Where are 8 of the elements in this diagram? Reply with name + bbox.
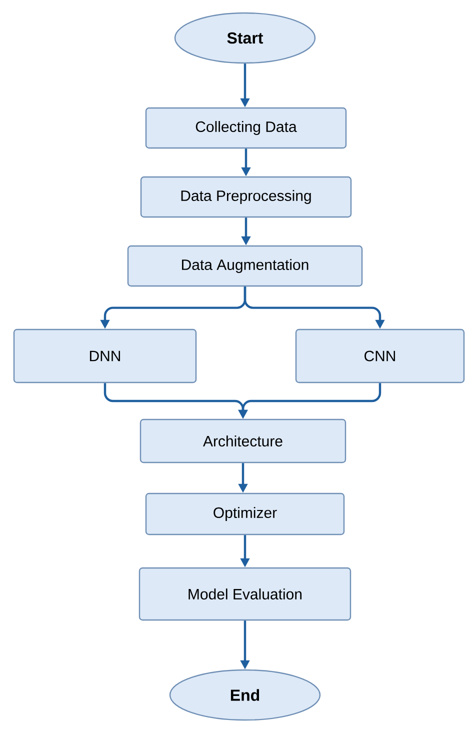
process-box: DNN	[13, 328, 197, 384]
process-box: Data Preprocessing	[140, 176, 352, 218]
process-box: Architecture	[140, 418, 346, 464]
process-box: Collecting Data	[145, 107, 347, 149]
process-box: Data Augmentation	[127, 245, 363, 287]
process-box: CNN	[295, 328, 465, 384]
process-box: Model Evaluation	[138, 567, 352, 621]
process-box: Optimizer	[145, 492, 345, 536]
